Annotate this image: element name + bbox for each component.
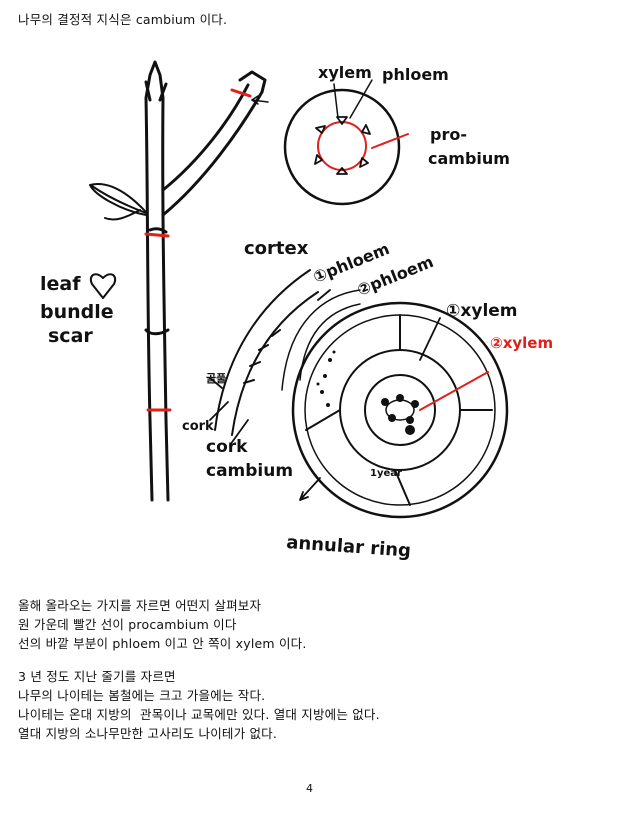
red-markers bbox=[144, 88, 252, 412]
tissue-dots bbox=[316, 350, 419, 435]
bark-arcs bbox=[214, 269, 319, 436]
label-xylem-2: ②xylem bbox=[490, 334, 553, 352]
label-procambium-2: cambium bbox=[428, 149, 510, 168]
label-annular-ring: annular ring bbox=[286, 532, 412, 562]
label-xylem-1: ①xylem bbox=[446, 301, 518, 321]
paragraph-line: 원 가운데 빨간 선이 procambium 이다 bbox=[18, 617, 237, 632]
label-xylem-top: xylem bbox=[318, 63, 372, 82]
label-cortex: cortex bbox=[244, 238, 309, 259]
label-cork-cambium-2: cambium bbox=[206, 461, 293, 481]
old-stem-cross-section bbox=[281, 289, 509, 519]
paragraph-young-branch: 올해 올라오는 가지를 자르면 어떤지 살펴보자 원 가운데 빨간 선이 pro… bbox=[18, 596, 307, 653]
paragraph-line: 열대 지방의 소나무만한 고사리도 나이테가 없다. bbox=[18, 726, 278, 741]
paragraph-line: 나무의 나이테는 봄철에는 크고 가을에는 작다. bbox=[18, 688, 266, 703]
label-pith: 골풀 bbox=[206, 372, 226, 385]
page-title: 나무의 결정적 지식은 cambium 이다. bbox=[18, 12, 228, 27]
label-bundle: bundle bbox=[40, 301, 114, 323]
twig-drawing bbox=[144, 60, 267, 502]
paragraph-line: 선의 바깥 부분이 phloem 이고 안 쪽이 xylem 이다. bbox=[18, 636, 307, 651]
label-procambium-1: pro- bbox=[430, 125, 467, 144]
label-leaf: leaf bbox=[40, 273, 81, 295]
leaf-drawing bbox=[89, 183, 147, 221]
paragraph-line: 3 년 정도 지난 줄기를 자르면 bbox=[18, 669, 176, 684]
paragraph-old-stem: 3 년 정도 지난 줄기를 자르면 나무의 나이테는 봄철에는 크고 가을에는 … bbox=[18, 667, 380, 743]
label-cork-cambium-1: cork bbox=[206, 437, 248, 457]
label-phloem-top: phloem bbox=[382, 65, 449, 84]
paragraph-line: 올해 올라오는 가지를 자르면 어떤지 살펴보자 bbox=[18, 598, 262, 613]
label-cork: cork bbox=[182, 419, 214, 434]
young-stem-cross-section bbox=[251, 79, 409, 206]
heart-scar-drawing bbox=[89, 273, 117, 299]
paragraph-line: 나이테는 온대 지방의 관목이나 교목에만 있다. 열대 지방에는 없다. bbox=[18, 707, 380, 722]
annotation-arrows bbox=[209, 289, 441, 501]
page-number: 4 bbox=[306, 782, 313, 795]
label-1year: 1year bbox=[370, 468, 402, 479]
label-scar: scar bbox=[48, 325, 93, 347]
